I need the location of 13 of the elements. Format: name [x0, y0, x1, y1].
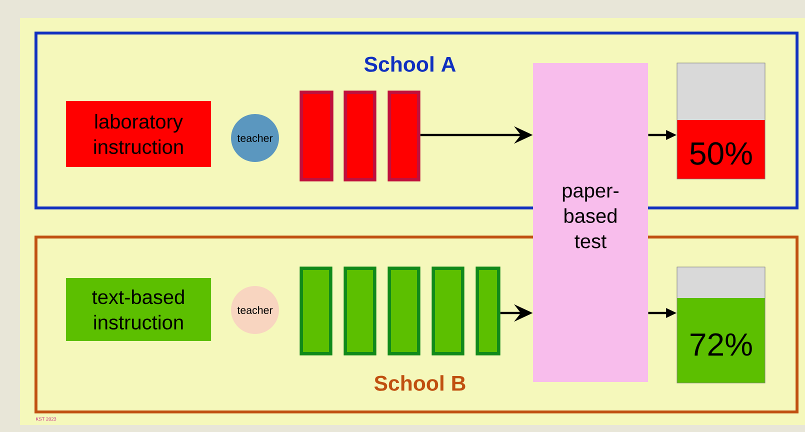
bar [300, 266, 332, 356]
instruction-box: text-based instruction [66, 278, 212, 341]
bar [388, 90, 420, 182]
bar [344, 266, 376, 356]
bar [344, 90, 376, 182]
bar [388, 266, 420, 356]
score-jar: 50% [676, 62, 766, 180]
bar [476, 266, 500, 356]
bar [432, 266, 464, 356]
score-jar: 72% [676, 266, 766, 384]
instruction-box: laboratory instruction [66, 101, 212, 167]
test-box: paper-based test [533, 63, 648, 382]
bar [300, 90, 334, 182]
